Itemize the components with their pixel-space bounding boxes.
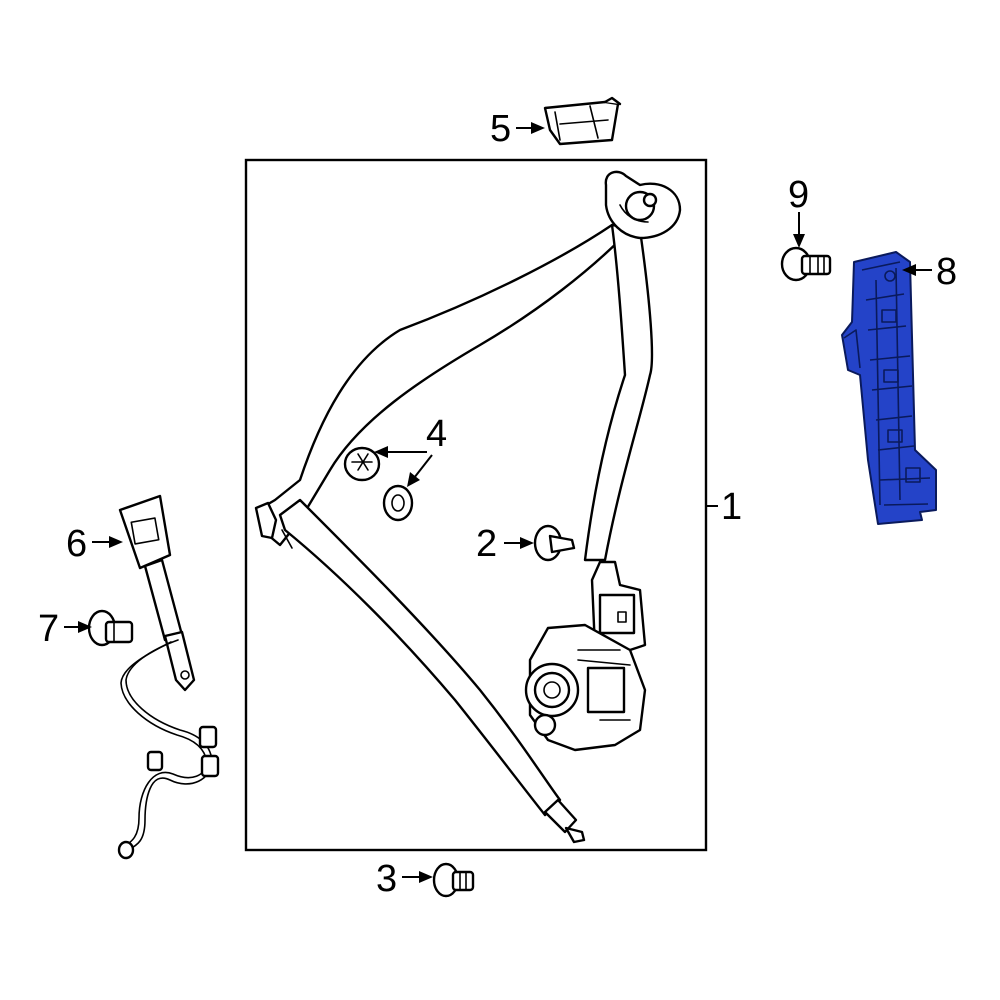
leader-7 [64, 621, 92, 633]
callout-1: 1 [721, 486, 742, 528]
part-2-push-pin [533, 524, 576, 562]
leader-2 [504, 537, 534, 549]
callout-2: 2 [476, 523, 497, 565]
leader-6 [92, 536, 123, 548]
leader-8 [902, 264, 932, 276]
seat-belt-webbing [254, 223, 654, 817]
callout-3: 3 [376, 858, 397, 900]
leader-9 [793, 212, 805, 248]
part-9-bolt [780, 246, 832, 282]
lower-anchor-fitting [543, 798, 586, 844]
callout-8: 8 [936, 251, 957, 293]
part-6-buckle [117, 494, 220, 860]
part-4-clip [343, 446, 381, 482]
part-4-washer [382, 484, 414, 522]
upper-anchor [604, 170, 682, 240]
callout-9: 9 [788, 174, 809, 216]
callout-7: 7 [38, 608, 59, 650]
part-8-height-adjuster [841, 251, 937, 525]
callout-6: 6 [66, 523, 87, 565]
leader-5 [516, 122, 545, 134]
callout-4: 4 [426, 413, 447, 455]
part-7-bolt [87, 609, 134, 647]
callout-5: 5 [490, 108, 511, 150]
leader-3 [402, 871, 433, 883]
part-5-cover [543, 96, 622, 146]
belt-retractor [524, 560, 647, 752]
leader-4 [374, 446, 433, 487]
part-3-bolt [432, 862, 475, 898]
